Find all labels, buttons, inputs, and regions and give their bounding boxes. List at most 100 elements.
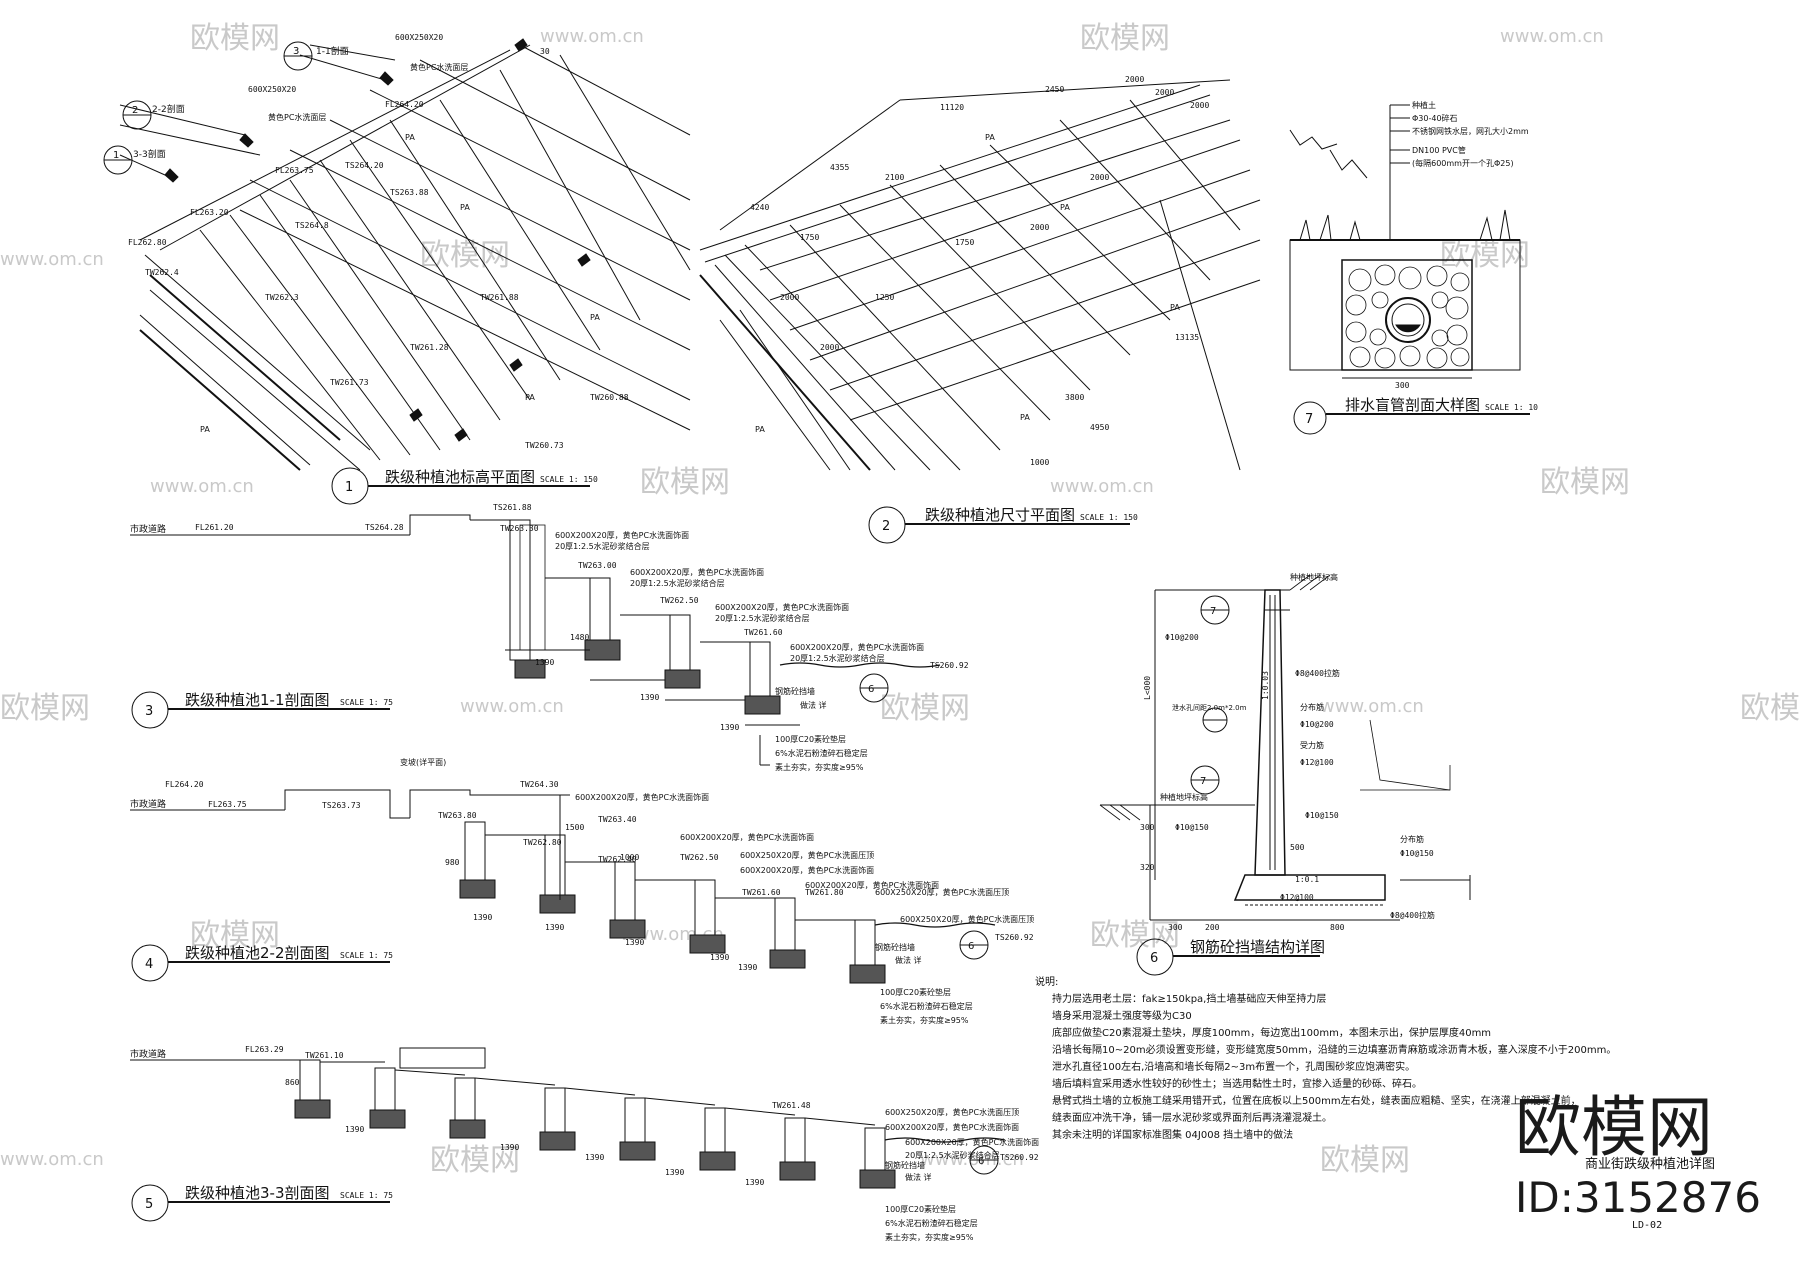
finish-note: 20厚1:2.5水泥砂浆结合层 xyxy=(630,578,725,588)
title-scale: SCALE 1: 150 xyxy=(1080,513,1138,522)
sheet-number: LD-02 xyxy=(1632,1220,1662,1231)
title-number: 3 xyxy=(145,704,153,719)
base-note: 100厚C20素砼垫层 xyxy=(885,1204,956,1214)
elevation-fl: FL261.20 xyxy=(195,523,234,532)
base-note: 100厚C20素砼垫层 xyxy=(775,734,846,744)
area-pa: PA xyxy=(525,393,535,402)
area-pa: PA xyxy=(405,133,415,142)
title-scale: SCALE 1: 150 xyxy=(540,475,598,484)
title-number: 5 xyxy=(145,1197,153,1212)
note-line: 墙身采用混凝土强度等级为C30 xyxy=(1052,1009,1192,1022)
dimension: 4950 xyxy=(1090,423,1109,432)
layer-label: Φ30-40碎石 xyxy=(1412,113,1458,123)
elevation-fl: FL262.80 xyxy=(128,238,167,247)
dimension: 1250 xyxy=(875,293,894,302)
rebar-label: 分布筋 xyxy=(1300,702,1324,712)
elevation-fl: FL263.20 xyxy=(190,208,229,217)
finish-note: 600X200X20厚，黄色PC水洗面饰面 xyxy=(555,530,689,540)
finish-note: 600X200X20厚，黄色PC水洗面饰面 xyxy=(575,792,709,802)
slope-note: 变坡(详平面) xyxy=(400,757,446,767)
base-note: 6%水泥石粉渣碎石稳定层 xyxy=(775,748,868,758)
dimension: 980 xyxy=(445,858,460,867)
dimension: 2000 xyxy=(1090,173,1109,182)
base-note: 素土夯实，夯实度≥95% xyxy=(885,1232,974,1242)
section-label: 2-2剖面 xyxy=(152,103,185,115)
note-line: 持力层选用老土层：fak≥150kpa,挡土墙基础应天伸至持力层 xyxy=(1052,992,1326,1005)
finish-note: 20厚1:2.5水泥砂浆结合层 xyxy=(715,613,810,623)
plan-elevation-labels: 3 1-1剖面 2 2-2剖面 1 3-3剖面 600X250X20 黄色PC水… xyxy=(113,33,629,450)
note-line: 沿墙长每隔10~20m必须设置变形缝，变形缝宽度50mm，沿缝的三边填塞沥青麻筋… xyxy=(1052,1043,1616,1056)
dimension: 1390 xyxy=(500,1143,519,1152)
wall-note: 钢筋砼挡墙 xyxy=(875,942,915,952)
rebar-label: 受力筋 xyxy=(1300,740,1324,750)
note-line: 其余未注明的详国家标准图集 04J008 挡土墙中的做法 xyxy=(1052,1128,1293,1141)
dimension: 1390 xyxy=(625,938,644,947)
finish-note: 20厚1:2.5水泥砂浆结合层 xyxy=(555,541,650,551)
elevation-ts: TS261.88 xyxy=(493,503,532,512)
detail-ref: 7 xyxy=(1200,776,1206,787)
watermark-logo: 欧模网 xyxy=(430,1143,520,1178)
brand-block: 欧模网 商业街跌级种植池详图 ID:3152876 LD-02 xyxy=(1515,1089,1761,1231)
section-num: 3 xyxy=(293,46,299,57)
dimension: 13135 xyxy=(1175,333,1199,342)
elevation-tw: TW261.48 xyxy=(772,1101,811,1110)
wall-note: 钢筋砼挡墙 xyxy=(775,686,815,696)
dimension: 2000 xyxy=(820,343,839,352)
base-note: 100厚C20素砼垫层 xyxy=(880,987,951,997)
finish-note: 600X250X20厚，黄色PC水洗面压顶 xyxy=(875,887,1009,897)
dimension: 1750 xyxy=(955,238,974,247)
elevation-tw: TW264.30 xyxy=(520,780,559,789)
detail-ref: 6 xyxy=(968,941,974,952)
base-note: 6%水泥石粉渣碎石稳定层 xyxy=(885,1218,978,1228)
elevation-fl: FL263.75 xyxy=(275,166,314,175)
watermark-url: www.om.cn xyxy=(1320,696,1424,717)
title-name: 钢筋砼挡墙结构详图 xyxy=(1190,938,1325,956)
finish-note: 20厚1:2.5水泥砂浆结合层 xyxy=(790,653,885,663)
watermark-logo: 欧模网 xyxy=(190,21,280,56)
dimension: 800 xyxy=(1330,923,1345,932)
section-2-2-labels: 市政道路 FL264.20 FL263.75 TS263.73 变坡(详平面) … xyxy=(130,757,1034,1025)
dimension: 1000 xyxy=(620,853,639,862)
elevation-tw: TW260.73 xyxy=(525,441,564,450)
watermark-url: www.om.cn xyxy=(540,26,644,47)
rebar-label: Φ8@400拉筋 xyxy=(1390,910,1435,920)
watermark-logo: 欧模网 xyxy=(190,918,280,953)
title-block-6: 6 钢筋砼挡墙结构详图 xyxy=(1136,938,1325,976)
finish-note: 600X200X20厚，黄色PC水洗面饰面 xyxy=(740,865,874,875)
detail-ref: 6 xyxy=(978,1156,984,1167)
title-block-3: 3 跌级种植池1-1剖面图 SCALE 1: 75 xyxy=(131,691,393,729)
watermark-url: www.om.cn xyxy=(1050,476,1154,497)
title-scale: SCALE 1: 75 xyxy=(340,951,393,960)
title-number: 7 xyxy=(1305,412,1313,427)
elevation-tw: TW260.88 xyxy=(590,393,629,402)
title-scale: SCALE 1: 10 xyxy=(1485,403,1538,412)
section-3-3 xyxy=(130,1047,1006,1189)
rebar-label: Φ10@150 xyxy=(1175,823,1209,832)
elevation-tw: TW262.50 xyxy=(680,853,719,862)
elevation-tw: TW261.60 xyxy=(744,628,783,637)
plan-dimension-labels: 11120 2450 2000 2000 2000 4355 4240 2100… xyxy=(750,75,1209,467)
watermark-logo: 欧模网 xyxy=(1320,1143,1410,1178)
finish-note: 600X250X20厚，黄色PC水洗面压顶 xyxy=(900,914,1034,924)
watermark-logo: 欧模网 xyxy=(420,238,510,273)
dimension: 1390 xyxy=(545,923,564,932)
finish-note: 600X200X20厚，黄色PC水洗面饰面 xyxy=(905,1137,1039,1147)
watermark-url: www.om.cn xyxy=(0,249,104,270)
elevation-tw: TW262.3 xyxy=(265,293,299,302)
height-label: L<000 xyxy=(1143,676,1152,700)
dimension: 300 xyxy=(1168,923,1183,932)
wall-note: 钢筋砼挡墙 xyxy=(885,1160,925,1170)
title-block-5: 5 跌级种植池3-3剖面图 SCALE 1: 75 xyxy=(131,1184,393,1222)
dimension: 1750 xyxy=(800,233,819,242)
dimension: 1390 xyxy=(535,658,554,667)
title-number: 6 xyxy=(1150,951,1158,966)
title-number: 1 xyxy=(345,480,353,495)
note: 600X250X20 xyxy=(248,85,296,94)
elevation-tw: TW262.50 xyxy=(660,596,699,605)
elevation-tw: TW261.88 xyxy=(480,293,519,302)
elevation-tw: TW261.60 xyxy=(742,888,781,897)
dimension: 860 xyxy=(285,1078,300,1087)
elevation-tw: TW263.00 xyxy=(578,561,617,570)
note: 黄色PC水洗面层 xyxy=(268,112,326,122)
